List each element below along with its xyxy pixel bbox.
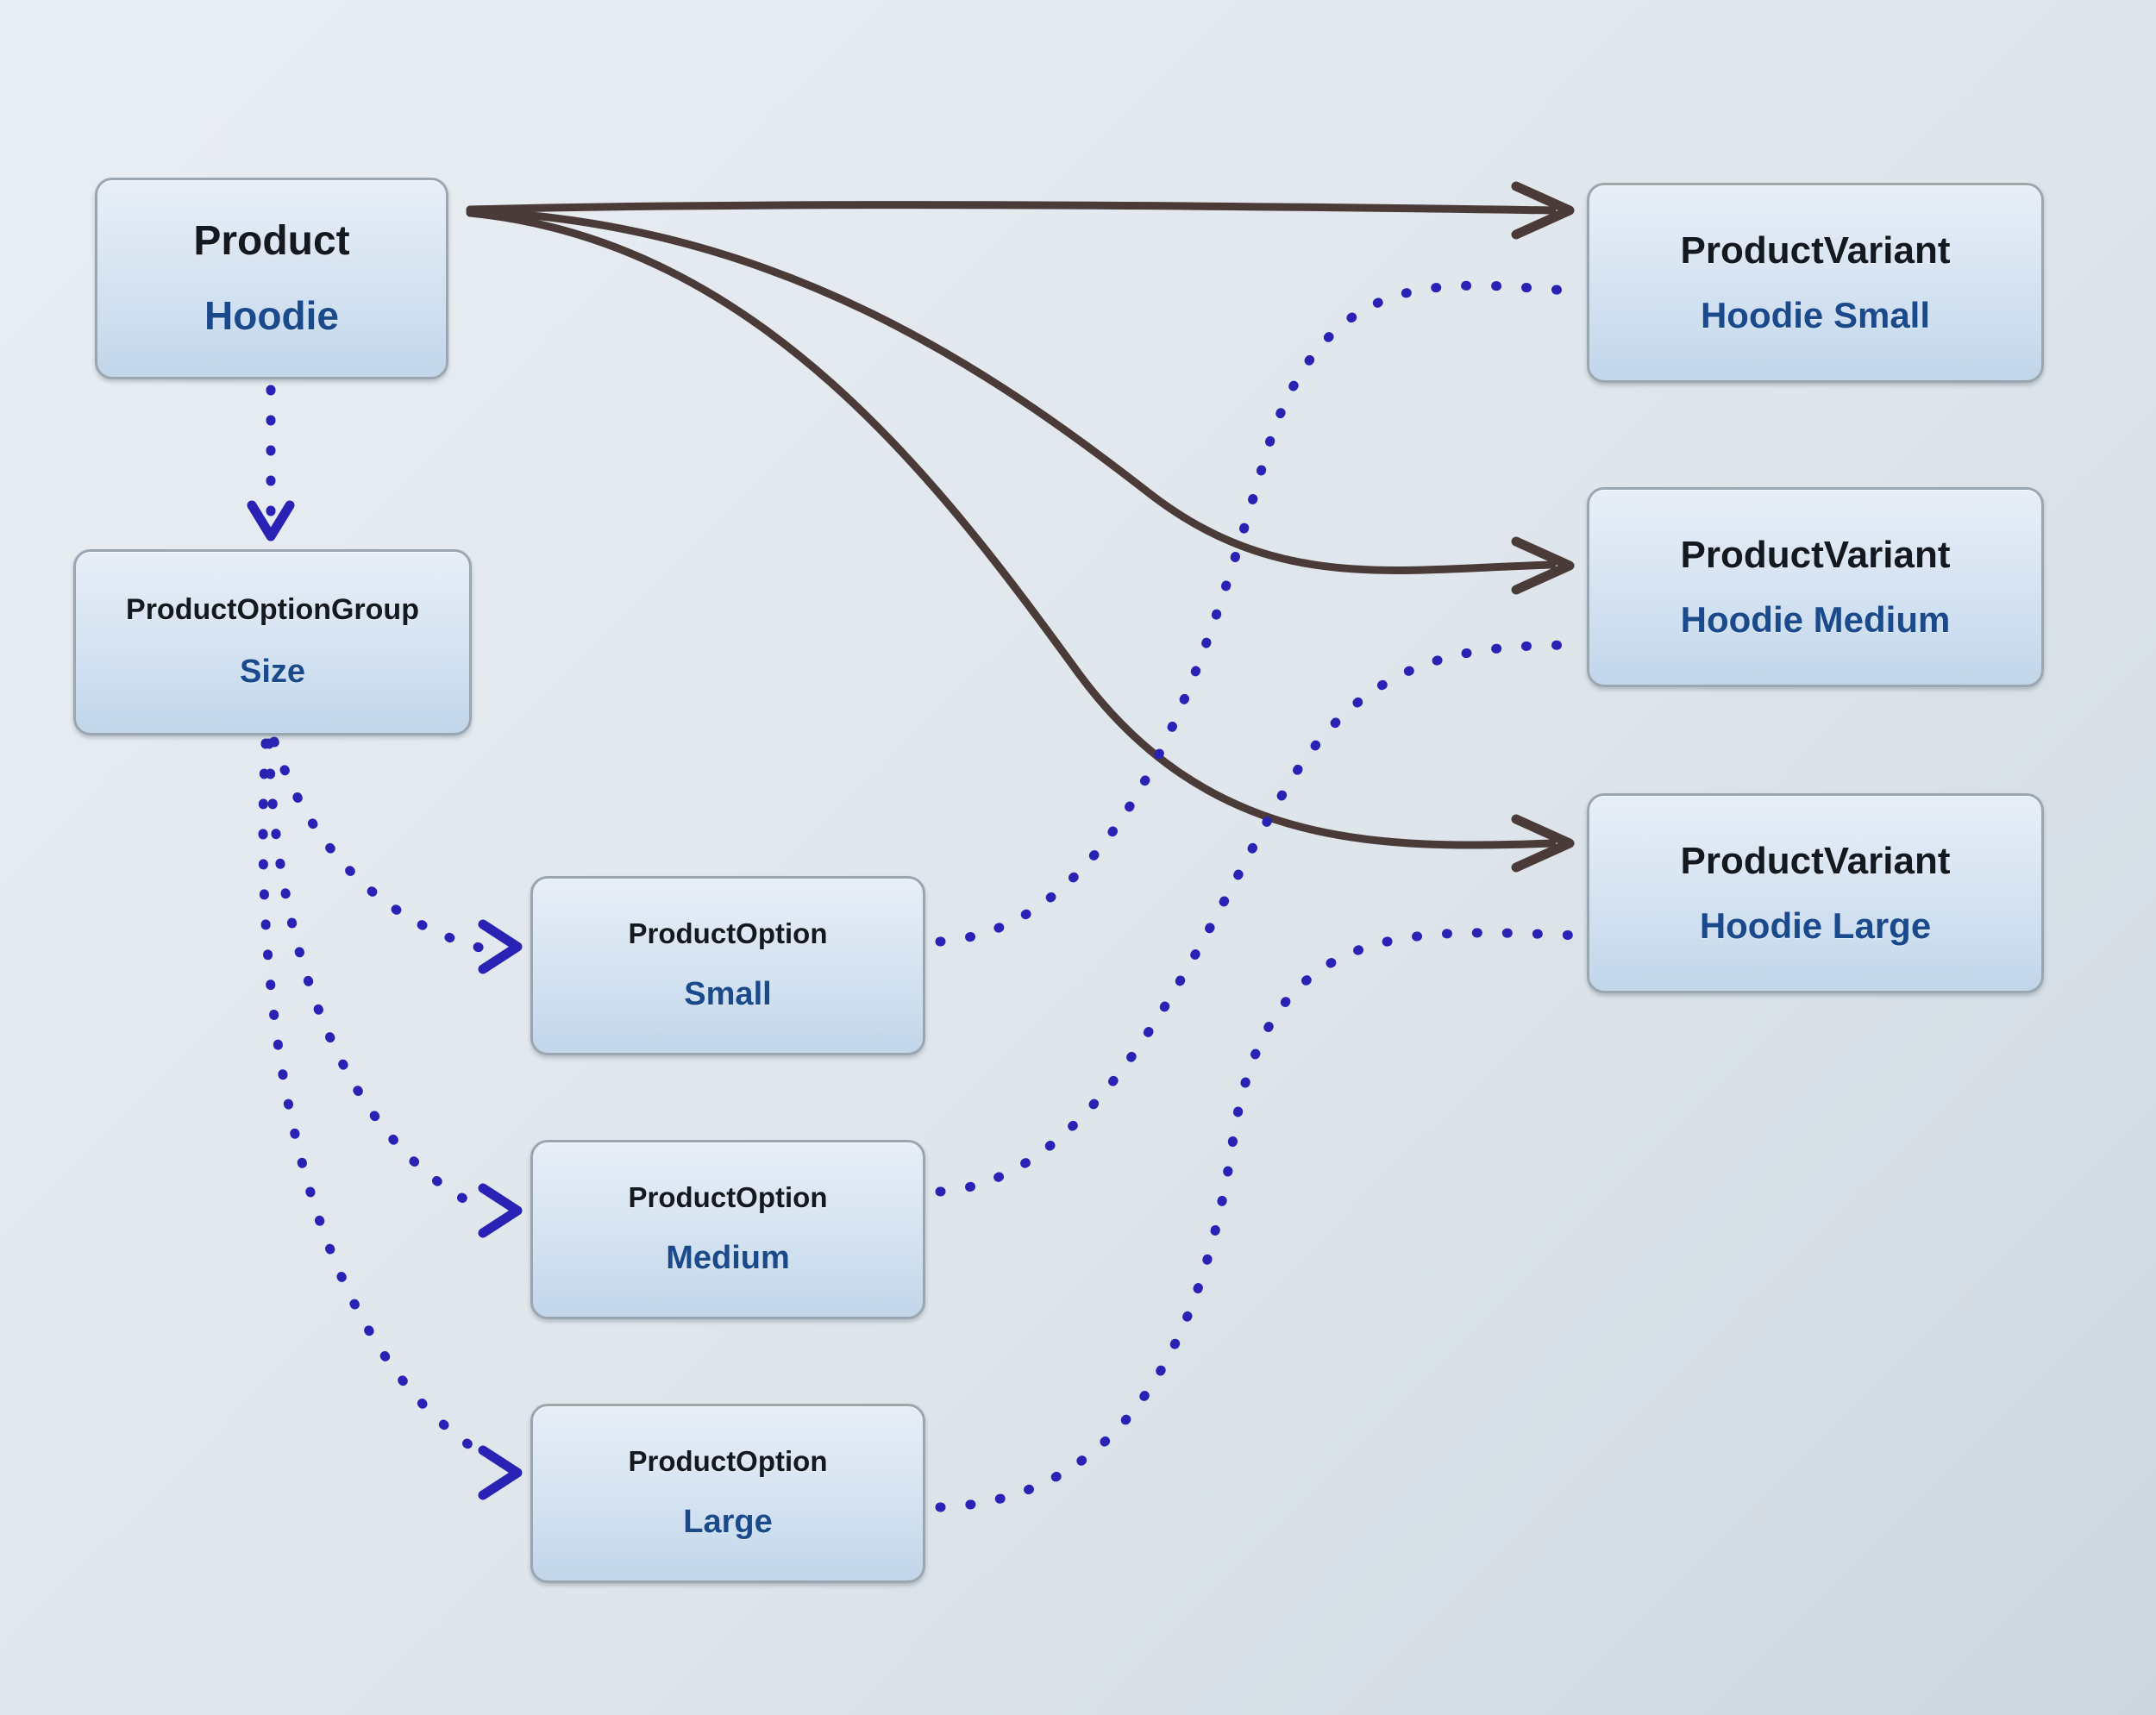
node-product-variant-small-name: Hoodie Small [1700,295,1931,336]
node-product-variant-medium-name: Hoodie Medium [1680,599,1951,641]
edge-group-to-option-small [269,736,488,954]
arrowhead-option-large [478,1445,523,1500]
node-product-option-small-name: Small [684,976,772,1013]
solid-edge-group [466,201,1557,849]
arrowhead-option-group [247,500,295,541]
edge-option-small-to-variant-small [935,280,1585,947]
edge-product-to-variant-medium [466,207,1557,574]
arrowhead-option-medium [478,1183,523,1238]
edge-option-large-to-variant-large [935,928,1585,1512]
arrowhead-option-small [478,919,523,974]
node-product-option-medium[interactable]: ProductOption Medium [530,1140,925,1319]
node-product-variant-small[interactable]: ProductVariant Hoodie Small [1587,183,2044,383]
edge-product-to-variant-large [466,209,1557,849]
edge-group-to-option-medium [264,738,485,1212]
arrowhead-variant-large [1511,814,1575,873]
node-product-option-group-name: Size [239,653,306,690]
node-product[interactable]: Product Hoodie [95,178,448,379]
arrowhead-variant-small [1511,181,1575,240]
node-product-variant-large-type: ProductVariant [1680,839,1951,882]
node-product-variant-small-type: ProductVariant [1680,228,1951,272]
node-product-option-group-type: ProductOptionGroup [126,593,419,627]
node-product-option-medium-type: ProductOption [628,1180,828,1213]
arrowhead-variant-medium [1511,536,1575,595]
node-product-variant-medium[interactable]: ProductVariant Hoodie Medium [1587,487,2044,687]
edge-option-medium-to-variant-medium [935,640,1585,1197]
node-product-option-large-type: ProductOption [628,1444,828,1477]
node-product-option-large[interactable]: ProductOption Large [530,1404,925,1583]
node-product-name: Hoodie [204,293,339,339]
node-product-variant-large[interactable]: ProductVariant Hoodie Large [1587,793,2044,993]
node-product-option-small-type: ProductOption [628,917,828,949]
solid-arrowheads [1511,181,1575,873]
node-product-variant-large-name: Hoodie Large [1699,905,1932,947]
edge-group-to-option-large [258,738,485,1457]
node-product-option-large-name: Large [683,1504,773,1541]
node-product-type: Product [193,218,350,265]
edge-product-to-variant-small [466,201,1557,215]
node-product-option-small[interactable]: ProductOption Small [530,876,925,1055]
node-product-option-medium-name: Medium [666,1240,790,1277]
node-product-option-group[interactable]: ProductOptionGroup Size [73,549,472,735]
node-product-variant-medium-type: ProductVariant [1680,533,1951,576]
